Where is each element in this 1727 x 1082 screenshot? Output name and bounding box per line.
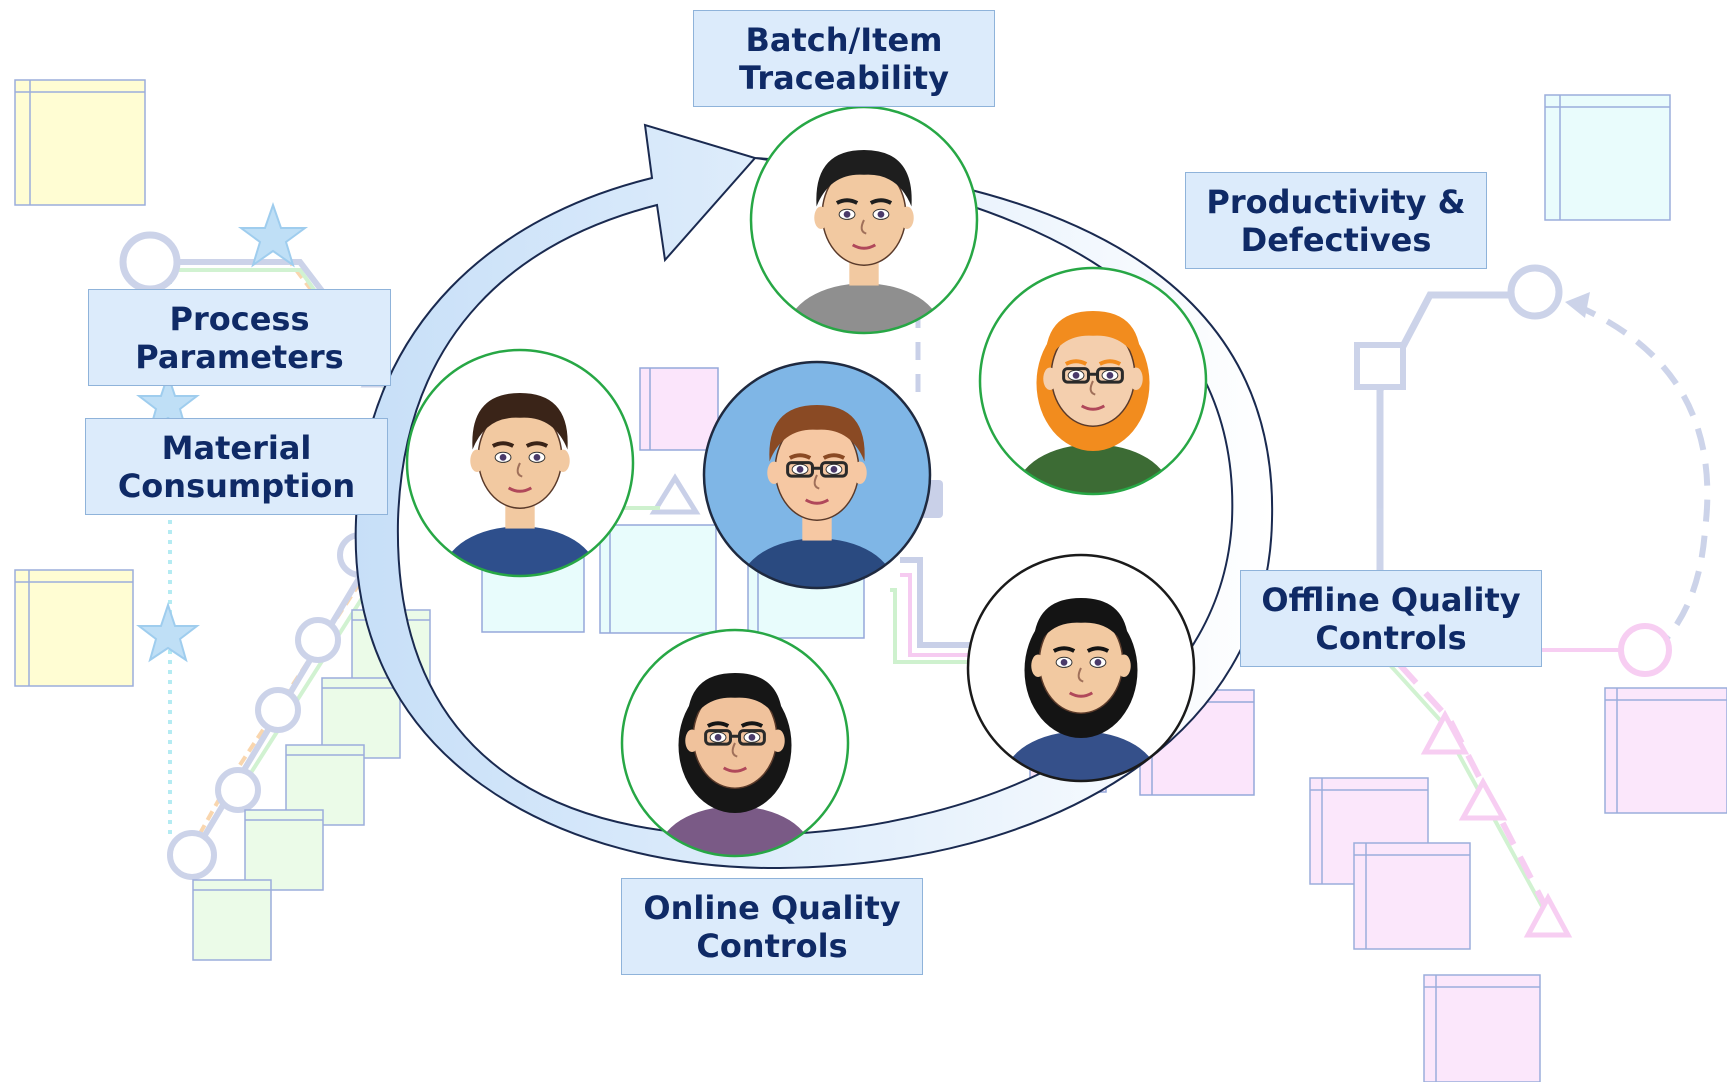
label-line: Material [161, 428, 312, 467]
label-line: Online Quality [643, 888, 901, 927]
label-offline-quality: Offline Quality Controls [1240, 570, 1542, 667]
avatar-bottom [620, 628, 850, 858]
label-line: Controls [696, 926, 848, 965]
avatar-group [405, 105, 1208, 858]
label-line: Process [169, 299, 310, 338]
yellow-note [14, 79, 146, 206]
yellow-note [14, 569, 134, 687]
label-line: Consumption [117, 466, 356, 505]
label-material-consumption: Material Consumption [85, 418, 388, 515]
label-line: Defectives [1240, 220, 1432, 259]
label-line: Traceability [739, 58, 949, 97]
label-line: Controls [1315, 618, 1467, 657]
label-line: Productivity & [1206, 182, 1466, 221]
label-line: Offline Quality [1261, 580, 1521, 619]
label-process-parameters: Process Parameters [88, 289, 391, 386]
avatar-left [405, 348, 635, 578]
label-productivity: Productivity & Defectives [1185, 172, 1487, 269]
avatar-top [749, 105, 979, 335]
label-line: Batch/Item [745, 20, 943, 59]
avatar-right-upper [978, 266, 1208, 496]
avatar-right-lower [966, 553, 1196, 783]
label-online-quality: Online Quality Controls [621, 878, 923, 975]
avatar-center [702, 360, 932, 590]
label-traceability: Batch/Item Traceability [693, 10, 995, 107]
label-line: Parameters [135, 337, 344, 376]
background-decor-right [1309, 94, 1727, 1082]
